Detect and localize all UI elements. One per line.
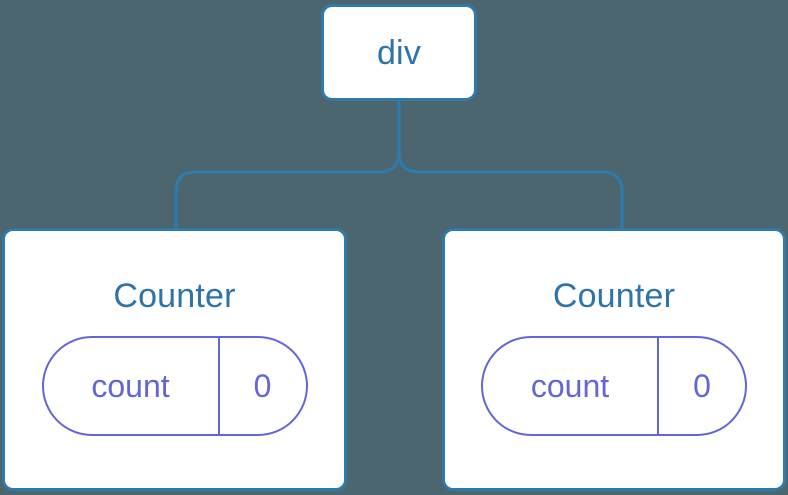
- state-pill-right[interactable]: count 0: [481, 336, 747, 436]
- state-pill-left[interactable]: count 0: [41, 336, 308, 436]
- state-pill-left-key: count: [44, 338, 220, 434]
- node-counter-right-label: Counter: [552, 277, 676, 315]
- node-counter-left[interactable]: Counter count 0: [2, 228, 347, 491]
- state-pill-right-value: 0: [693, 368, 711, 404]
- node-div-label: div: [376, 33, 422, 72]
- node-counter-right[interactable]: Counter count 0: [442, 228, 786, 491]
- state-pill-right-key: count: [483, 338, 659, 434]
- state-pill-left-value: 0: [253, 368, 272, 404]
- node-counter-left-label: Counter: [113, 277, 236, 315]
- connector-to-left-child: [174, 99, 401, 232]
- node-div[interactable]: div: [321, 4, 477, 101]
- connector-to-right-child: [397, 99, 624, 232]
